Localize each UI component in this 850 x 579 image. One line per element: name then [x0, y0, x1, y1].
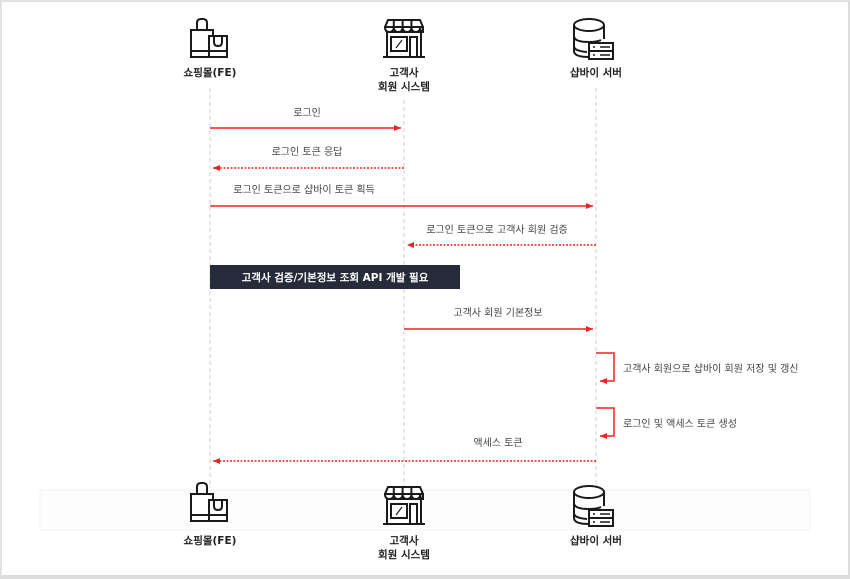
note-box: [210, 265, 460, 289]
storefront-icon: [383, 19, 425, 58]
actor-label-member-bottom-line2: 회원 시스템: [378, 548, 430, 561]
self-message-arrow-1: [596, 352, 615, 384]
message-label-5: 고객사 회원 기본정보: [453, 307, 542, 319]
message-label-2: 로그인 토큰 응답: [272, 146, 343, 158]
actor-label-member-line1: 고객사: [390, 66, 419, 79]
actor-label-member-line2: 회원 시스템: [378, 80, 430, 93]
message-label-8: 액세스 토큰: [473, 437, 522, 449]
self-message-label-1: 고객사 회원으로 샵바이 회원 저장 및 갱신: [623, 363, 798, 375]
message-label-3: 로그인 토큰으로 샵바이 토큰 획득: [233, 184, 375, 196]
shopping-bag-icon: [190, 482, 228, 522]
message-label-4: 로그인 토큰으로 고객사 회원 검증: [426, 224, 568, 236]
actor-label-member-bottom-line1: 고객사: [390, 534, 419, 547]
self-message-label-2: 로그인 및 액세스 토큰 생성: [623, 418, 737, 430]
note-text: 고객사 검증/기본정보 조회 API 개발 필요: [242, 271, 429, 284]
actor-label-shop: 쇼핑몰(FE): [184, 66, 237, 79]
database-server-icon: [573, 485, 614, 527]
self-message-arrow-2: [596, 407, 615, 439]
actor-label-server-bottom: 샵바이 서버: [570, 534, 622, 547]
shopping-bag-icon: [190, 18, 228, 58]
actor-label-server: 샵바이 서버: [570, 66, 622, 79]
message-label-1: 로그인: [293, 107, 321, 119]
database-server-icon: [573, 18, 614, 60]
actor-label-shop-bottom: 쇼핑몰(FE): [184, 534, 237, 547]
storefront-icon: [383, 486, 425, 525]
